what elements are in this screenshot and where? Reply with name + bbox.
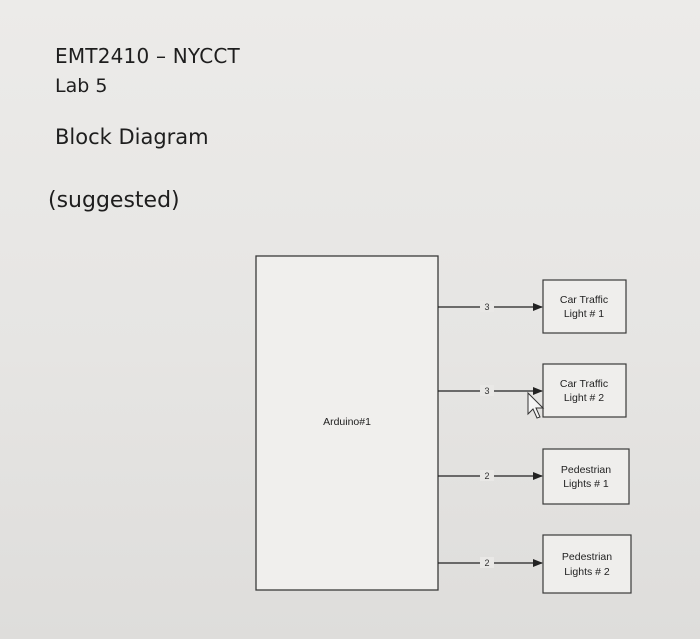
output-car-traffic-light-2: 3 Car Traffic Light # 2 [438,363,627,418]
bus-label-bg [480,385,494,396]
lab-number: Lab 5 [55,75,108,97]
bus-width-label: 2 [484,471,489,481]
mouse-cursor-icon [527,391,545,419]
bus-width-label: 3 [484,386,489,396]
suggested-note: (suggested) [48,188,180,213]
bus-label-bg [480,301,494,312]
output-label-line1: Car Traffic [560,378,608,390]
output-label-line2: Lights # 2 [564,566,610,578]
output-label-line2: Light # 1 [564,308,604,320]
output-box [542,534,632,594]
output-label-line2: Light # 2 [564,392,604,404]
output-label-line1: Pedestrian [561,464,611,476]
output-box [542,363,627,418]
output-label-line2: Lights # 1 [563,478,609,490]
output-label-line1: Car Traffic [560,294,608,306]
output-pedestrian-lights-1: 2 Pedestrian Lights # 1 [438,448,630,505]
output-car-traffic-light-1: 3 Car Traffic Light # 1 [438,279,627,334]
course-title: EMT2410 – NYCCT [55,44,240,68]
output-box [542,448,630,505]
bus-width-label: 3 [484,302,489,312]
arduino-label: Arduino#1 [323,416,371,428]
output-box [542,279,627,334]
bus-label-bg [480,557,494,568]
arduino-block [255,255,439,591]
output-label-line1: Pedestrian [562,551,612,563]
section-title: Block Diagram [55,125,209,149]
output-pedestrian-lights-2: 2 Pedestrian Lights # 2 [438,534,632,594]
bus-label-bg [480,470,494,481]
bus-width-label: 2 [484,558,489,568]
